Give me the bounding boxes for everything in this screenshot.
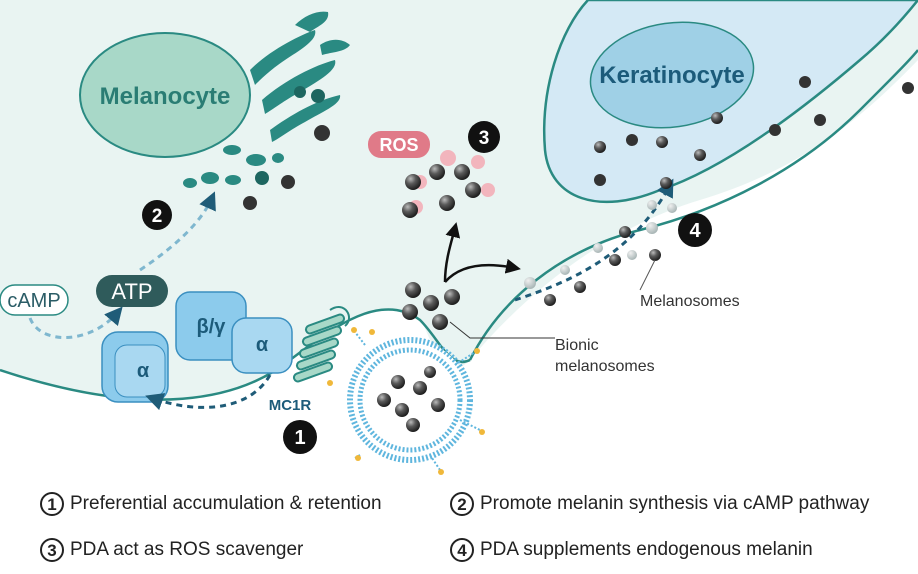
bionic-melanosomes-leader — [449, 321, 555, 339]
melanosome-particle — [281, 175, 295, 189]
melanosomes-label: Melanosomes — [640, 293, 740, 310]
alpha-subunit-left-inner — [114, 344, 166, 398]
camp-label: cAMP — [7, 290, 60, 312]
step3-badge-num: 3 — [479, 128, 490, 149]
mc1r-label: MC1R — [269, 397, 312, 414]
legend-text-3: PDA act as ROS scavenger — [70, 539, 304, 560]
ros-box — [368, 131, 430, 158]
keratinocyte-label: Keratinocyte — [599, 62, 744, 89]
atp-label: ATP — [111, 279, 152, 304]
legend-num-1: 1 — [40, 492, 64, 516]
bionic-melanosomes-label-2: melanosomes — [555, 358, 655, 375]
melanosome-particle — [314, 125, 330, 141]
step2-arrow — [139, 191, 216, 272]
legend-text-2: Promote melanin synthesis via cAMP pathw… — [480, 493, 870, 514]
step2-badge-num: 2 — [152, 206, 163, 227]
melanocyte-label: Melanocyte — [100, 83, 231, 110]
golgi-apparatus — [183, 11, 350, 188]
camp-arrow — [28, 306, 123, 339]
legend: 1 Preferential accumulation & retention … — [0, 482, 918, 574]
legend-item-1: 1 Preferential accumulation & retention — [40, 492, 382, 516]
camp-box — [0, 284, 69, 316]
keratinocyte-melanosomes — [594, 76, 914, 186]
legend-num-4: 4 — [450, 538, 474, 562]
transfer-melanosomes — [524, 177, 677, 306]
alpha-subunit-right — [231, 317, 293, 374]
atp-box — [96, 275, 168, 307]
legend-num-3: 3 — [40, 538, 64, 562]
keratinocyte-nucleus — [589, 21, 755, 129]
step1-badge — [283, 420, 317, 454]
melanosome-particle — [243, 196, 257, 210]
step4-badge-num: 4 — [689, 220, 701, 242]
ros-scavenging-cluster — [402, 150, 495, 218]
step4-badge — [678, 213, 712, 247]
alpha-left-label: α — [137, 360, 150, 382]
step2-badge — [142, 200, 172, 230]
step3-badge — [468, 121, 500, 153]
step4-arrow — [514, 178, 674, 302]
liposome-cargo — [377, 366, 445, 432]
diagram-canvas: Keratinocyte Melanocyte 2 cAMP ATP α β/γ… — [0, 0, 918, 475]
gprotein-arrow — [145, 374, 272, 411]
beta-gamma-label: β/γ — [197, 316, 227, 338]
branch-arrow-right — [444, 258, 521, 283]
legend-item-3: 3 PDA act as ROS scavenger — [40, 538, 303, 562]
melanosomes-leader — [639, 259, 656, 291]
legend-num-2: 2 — [450, 492, 474, 516]
step1-badge-num: 1 — [294, 427, 305, 449]
mc1r-receptor — [292, 306, 350, 383]
legend-text-1: Preferential accumulation & retention — [70, 493, 382, 514]
branch-arrow-up — [443, 222, 461, 283]
bionic-melanosomes-label-1: Bionic — [555, 337, 599, 354]
alpha-right-label: α — [256, 334, 269, 356]
melanocyte-nucleus — [79, 32, 251, 158]
legend-text-4: PDA supplements endogenous melanin — [480, 539, 813, 560]
legend-item-4: 4 PDA supplements endogenous melanin — [450, 538, 813, 562]
ros-label: ROS — [379, 135, 418, 155]
bionic-melanosome-cluster — [402, 282, 460, 330]
legend-item-2: 2 Promote melanin synthesis via cAMP pat… — [450, 492, 869, 516]
